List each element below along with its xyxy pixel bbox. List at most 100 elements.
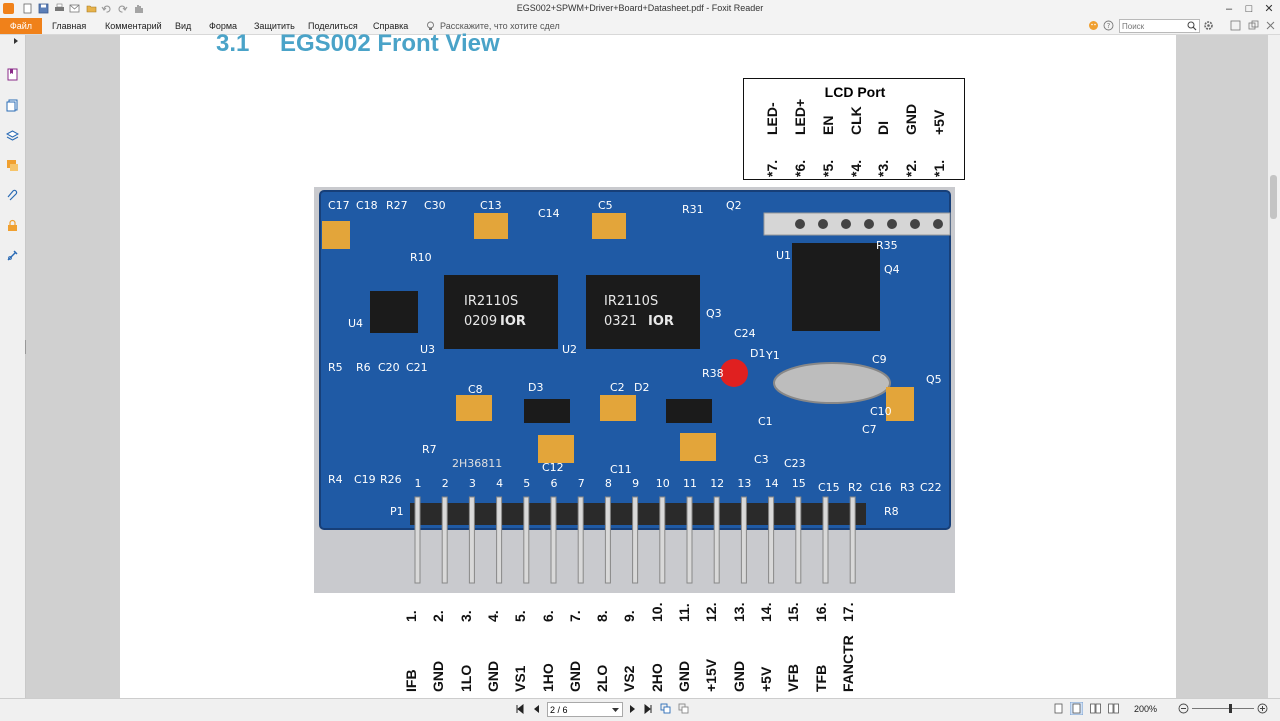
smiley-icon[interactable] [1088, 20, 1099, 31]
search-icon[interactable] [1187, 21, 1197, 31]
pin-name: 2HO [648, 663, 665, 692]
save-icon[interactable] [38, 3, 49, 14]
pin-name: GND [484, 660, 501, 692]
zoom-in-icon[interactable] [1257, 703, 1268, 714]
signature-icon[interactable] [6, 249, 19, 262]
next-page-icon[interactable] [627, 704, 637, 714]
hand-icon[interactable] [133, 3, 144, 14]
lcd-pin-number: *2. [903, 159, 919, 177]
pin-number: 4. [484, 610, 501, 622]
attachments-icon[interactable] [6, 189, 19, 202]
pin-name: TFB [812, 664, 829, 692]
app-logo-icon[interactable] [3, 3, 14, 14]
sidebar-expand-icon[interactable] [12, 37, 20, 45]
search-box[interactable] [1119, 19, 1200, 33]
search-input[interactable] [1122, 20, 1184, 32]
menu-protect[interactable]: Защитить [254, 21, 295, 31]
component-label: R10 [410, 251, 432, 264]
pin-name: VS1 [512, 665, 529, 692]
bookmark-icon[interactable] [6, 68, 19, 81]
menu-file[interactable]: Файл [0, 18, 42, 34]
tell-me-box[interactable]: Расскажите, что хотите сдел [440, 21, 560, 31]
open-icon[interactable] [86, 3, 97, 14]
component-label: Q3 [706, 307, 722, 320]
chip2-name: IR2110S [604, 294, 658, 309]
header-number-label: 1 [415, 477, 422, 490]
lcd-pad-holes [795, 219, 943, 229]
first-page-icon[interactable] [515, 704, 525, 714]
close-button[interactable]: ✕ [1264, 3, 1274, 15]
pin-number: 14. [757, 602, 774, 622]
undo-icon[interactable] [101, 3, 112, 14]
vertical-scrollbar[interactable] [1268, 35, 1280, 698]
menu-home[interactable]: Главная [52, 21, 87, 31]
ribbon-toggle-icon[interactable] [1230, 20, 1241, 31]
menu-comment[interactable]: Комментарий [105, 21, 162, 31]
facing-page-icon[interactable] [1090, 703, 1101, 714]
header-pin [441, 496, 448, 584]
pin-number: 12. [703, 602, 720, 622]
single-page-icon[interactable] [1053, 703, 1064, 714]
component-label: C7 [862, 423, 877, 436]
menu-form[interactable]: Форма [209, 21, 238, 31]
restore-icon[interactable] [1248, 20, 1259, 31]
pin-name: +15V [703, 658, 720, 692]
pin-number: 7. [566, 610, 583, 622]
zoom-slider[interactable] [1192, 708, 1254, 709]
print-icon[interactable] [54, 3, 65, 14]
pin-name: +5V [757, 666, 774, 692]
email-icon[interactable] [69, 3, 80, 14]
component-label: R31 [682, 203, 704, 216]
minimize-button[interactable]: – [1225, 3, 1233, 15]
section-title: EGS002 Front View [280, 30, 500, 57]
pages-icon[interactable] [6, 99, 19, 112]
header-number-label: 12 [710, 477, 724, 490]
scrollbar-thumb[interactable] [1270, 175, 1277, 219]
last-page-icon[interactable] [643, 704, 653, 714]
window-title: EGS002+SPWM+Driver+Board+Datasheet.pdf -… [516, 3, 764, 13]
continuous-facing-icon[interactable] [1108, 703, 1119, 714]
zoom-slider-thumb[interactable] [1229, 704, 1232, 713]
cap-c8 [456, 395, 492, 421]
component-label: Y1 [765, 349, 780, 362]
comments-icon[interactable] [6, 159, 19, 172]
maximize-button[interactable]: □ [1245, 3, 1253, 15]
previous-view-icon[interactable] [660, 703, 671, 714]
header-number-label: 4 [496, 477, 503, 490]
prev-page-icon[interactable] [532, 704, 542, 714]
pin-name: VFB [785, 664, 802, 692]
page-number-box[interactable] [547, 702, 623, 717]
layers-icon[interactable] [6, 129, 19, 142]
pin-name: 2LO [594, 664, 611, 692]
redo-icon[interactable] [117, 3, 128, 14]
close-doc-icon[interactable] [1265, 20, 1276, 31]
help-icon[interactable]: ? [1103, 20, 1114, 31]
pin-number: 11. [676, 603, 692, 622]
lcd-pin-name: LED- [764, 102, 780, 135]
menu-help[interactable]: Справка [373, 21, 409, 31]
new-icon[interactable] [22, 3, 33, 14]
component-label: C11 [610, 463, 632, 476]
component-label: R2 [848, 481, 863, 494]
zoom-level[interactable]: 200% [1134, 704, 1158, 714]
page-dropdown-icon[interactable] [612, 706, 619, 713]
cap-c17 [322, 221, 350, 249]
header-pin [604, 496, 611, 584]
menu-share[interactable]: Поделиться [308, 21, 358, 31]
gear-icon[interactable] [1203, 20, 1214, 31]
driver-chip-1 [444, 275, 558, 349]
continuous-page-icon[interactable] [1070, 702, 1083, 715]
page-number-input[interactable] [550, 703, 606, 716]
zoom-out-icon[interactable] [1178, 703, 1189, 714]
security-icon[interactable] [6, 219, 19, 232]
lcd-port-box: LCD Port LED-*7.LED+*6.EN*5.CLK*4.DI*3.G… [743, 78, 965, 180]
component-label: R27 [386, 199, 408, 212]
component-label: C1 [758, 415, 773, 428]
header-pin [632, 496, 639, 584]
lcd-pin-number: *4. [848, 159, 864, 177]
next-view-icon[interactable] [678, 703, 689, 714]
header-number-label: 14 [765, 477, 779, 490]
header-pin [468, 496, 475, 584]
lcd-pad-hole [933, 219, 943, 229]
menu-view[interactable]: Вид [175, 21, 192, 31]
